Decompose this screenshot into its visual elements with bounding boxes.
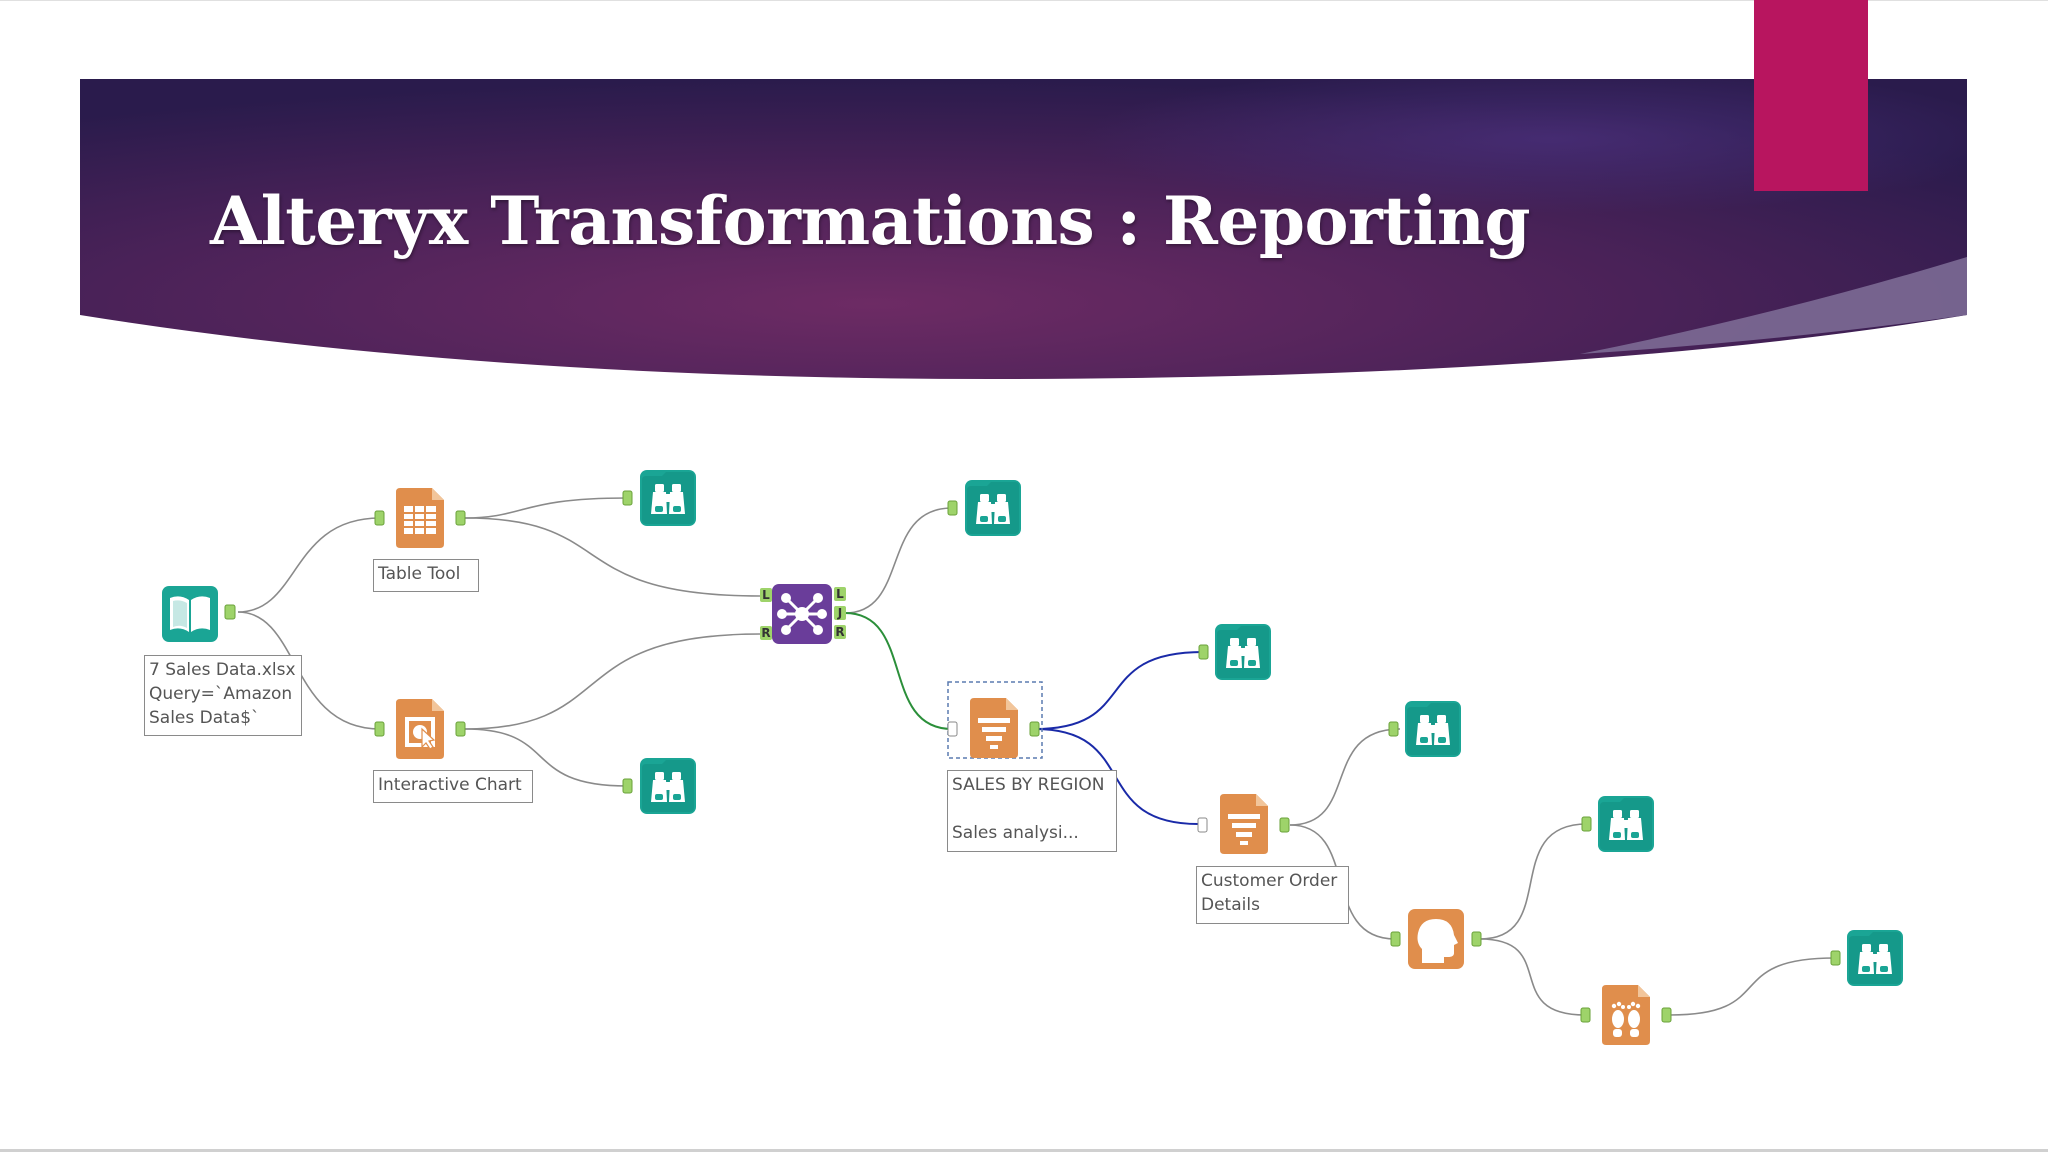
input-anchor[interactable] [947,500,958,516]
input-anchor[interactable] [1198,644,1209,660]
input-anchor[interactable] [374,510,385,526]
input-anchor[interactable] [374,721,385,737]
join-input-left-anchor[interactable]: L [760,588,772,602]
join-output-right-anchor[interactable]: R [834,625,846,639]
input-anchor[interactable] [1197,817,1208,833]
output-anchor[interactable] [1029,721,1040,737]
input-data-book-icon[interactable] [162,586,218,642]
browse-binoculars-icon[interactable] [965,480,1021,536]
browse-binoculars-icon[interactable] [1598,796,1654,852]
output-anchor[interactable] [1279,817,1290,833]
input-anchor[interactable] [1388,721,1399,737]
report-footer-icon[interactable] [1602,985,1650,1045]
output-anchor[interactable] [224,604,236,620]
join-multiple-icon[interactable] [772,584,832,644]
selection-outline [947,681,1043,759]
output-anchor[interactable] [1471,931,1482,947]
layout-tool-icon[interactable] [1220,794,1268,854]
slide-title: Alteryx Transformations : Reporting [210,182,1531,260]
bottom-border [0,1149,2048,1152]
browse-binoculars-icon[interactable] [1847,930,1903,986]
title-banner [80,79,1967,379]
table-tool-annotation: Table Tool [373,559,479,592]
output-anchor[interactable] [455,721,466,737]
browse-binoculars-icon[interactable] [640,470,696,526]
join-output-left-anchor[interactable]: L [834,587,846,601]
output-anchor[interactable] [1661,1007,1672,1023]
accent-bar [1754,0,1868,191]
browse-binoculars-icon[interactable] [1215,624,1271,680]
customer-order-details-annotation: Customer Order Details [1196,866,1349,924]
input-anchor[interactable] [1580,1007,1591,1023]
input-anchor[interactable] [622,490,633,506]
join-input-right-anchor[interactable]: R [760,626,772,640]
input-anchor[interactable] [1390,931,1401,947]
join-output-join-anchor[interactable]: J [834,606,846,620]
input-anchor[interactable] [947,721,958,737]
render-head-icon[interactable] [1408,909,1464,969]
input-anchor[interactable] [622,778,633,794]
input-anchor[interactable] [1581,816,1592,832]
output-anchor[interactable] [455,510,466,526]
sales-by-region-annotation: SALES BY REGION Sales analysi... [947,770,1117,852]
top-border [0,0,2048,1]
browse-binoculars-icon[interactable] [1405,701,1461,757]
layout-tool-icon[interactable] [970,698,1018,758]
table-tool-icon[interactable] [396,488,444,548]
browse-binoculars-icon[interactable] [640,758,696,814]
input-tool-annotation: 7 Sales Data.xlsx Query=`Amazon Sales Da… [144,655,302,736]
interactive-chart-annotation: Interactive Chart [373,770,533,803]
input-anchor[interactable] [1830,950,1841,966]
interactive-chart-icon[interactable] [396,699,444,759]
